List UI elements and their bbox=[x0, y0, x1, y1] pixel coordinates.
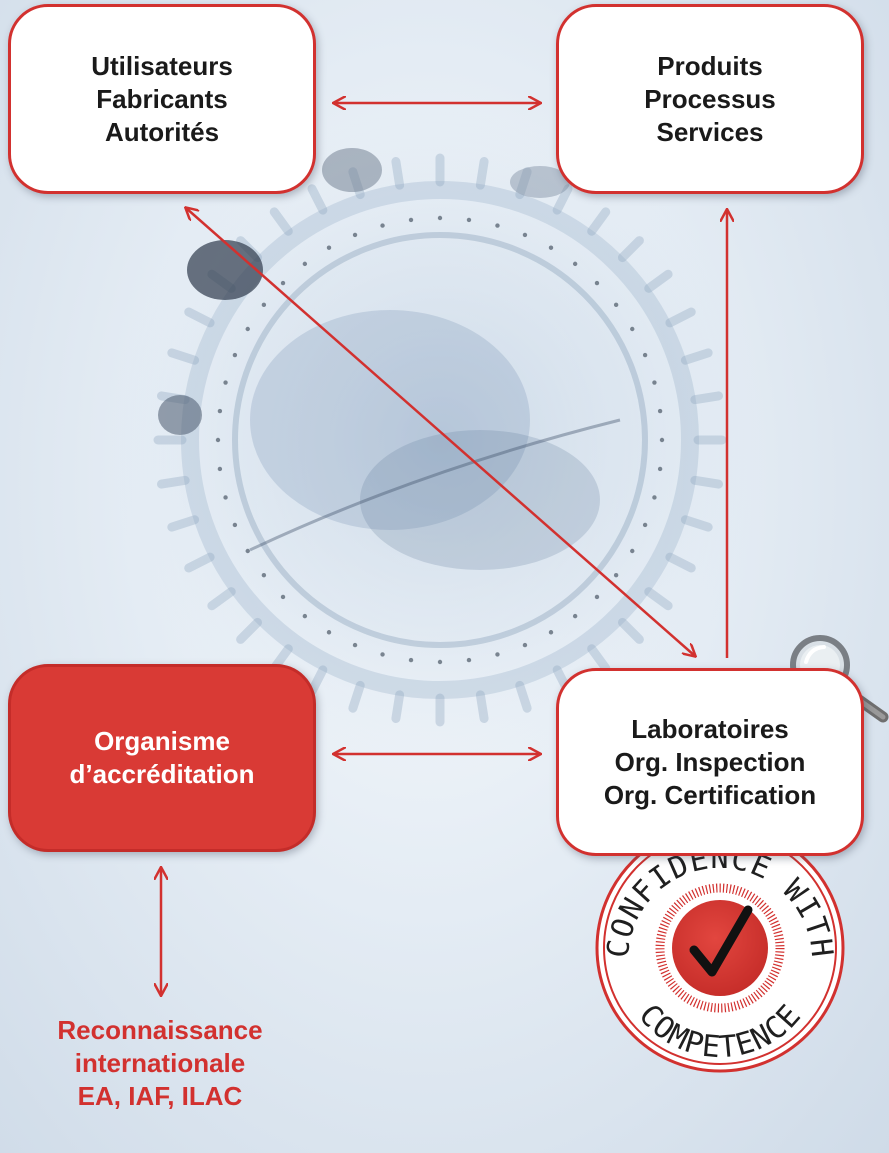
labs-line-1: Laboratoires bbox=[631, 713, 789, 746]
accreditation-line-2: d’accréditation bbox=[70, 758, 255, 791]
products-box: Produits Processus Services bbox=[556, 4, 864, 194]
international-recognition: Reconnaissance internationale EA, IAF, I… bbox=[20, 1014, 300, 1113]
recognition-line-2: internationale bbox=[20, 1047, 300, 1080]
recognition-line-3: EA, IAF, ILAC bbox=[20, 1080, 300, 1113]
products-line-2: Processus bbox=[644, 83, 776, 116]
confidence-seal: CONFIDENCE WITH COMPETENCE bbox=[597, 825, 843, 1071]
users-line-3: Autorités bbox=[105, 116, 219, 149]
recognition-line-1: Reconnaissance bbox=[20, 1014, 300, 1047]
labs-box: Laboratoires Org. Inspection Org. Certif… bbox=[556, 668, 864, 856]
users-line-1: Utilisateurs bbox=[91, 50, 233, 83]
users-line-2: Fabricants bbox=[96, 83, 228, 116]
products-line-1: Produits bbox=[657, 50, 762, 83]
labs-line-2: Org. Inspection bbox=[615, 746, 806, 779]
products-line-3: Services bbox=[657, 116, 764, 149]
accreditation-box: Organisme d’accréditation bbox=[8, 664, 316, 852]
labs-line-3: Org. Certification bbox=[604, 779, 816, 812]
accreditation-line-1: Organisme bbox=[94, 725, 230, 758]
users-box: Utilisateurs Fabricants Autorités bbox=[8, 4, 316, 194]
